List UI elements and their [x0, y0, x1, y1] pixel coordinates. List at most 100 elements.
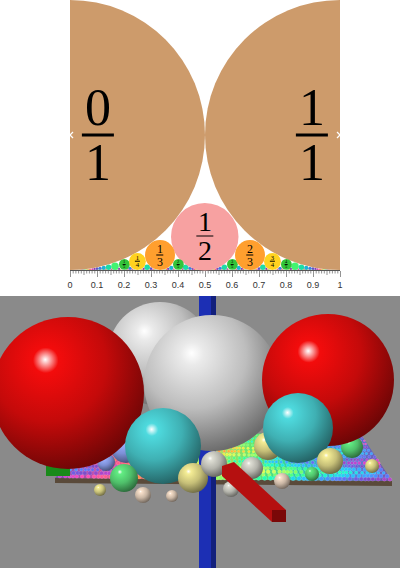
tiny-sphere	[238, 460, 241, 463]
ford-circle	[291, 263, 299, 271]
axis-tick	[208, 271, 209, 274]
tiny-sphere	[364, 443, 366, 445]
tiny-sphere	[71, 475, 74, 478]
front-sphere	[135, 487, 151, 503]
tiny-sphere	[354, 471, 358, 475]
tiny-sphere	[360, 465, 363, 468]
ford-circle	[167, 268, 169, 270]
axis-tick	[146, 271, 147, 274]
ford-circle	[194, 268, 196, 270]
axis-tick-label: 0.3	[145, 281, 158, 290]
tiny-sphere	[373, 455, 376, 458]
red-axis-bar	[222, 462, 286, 522]
tiny-sphere	[354, 477, 358, 481]
axis-tick	[102, 271, 103, 274]
axis-tick	[156, 271, 157, 274]
tiny-sphere	[297, 476, 301, 480]
tiny-sphere	[358, 461, 361, 464]
ford-circle	[152, 268, 154, 270]
axis-tick	[235, 271, 236, 274]
red-axis-bar-end	[272, 510, 286, 522]
ford-circle	[318, 268, 320, 270]
tiny-sphere	[100, 475, 104, 479]
tiny-sphere	[232, 453, 235, 456]
center-mark	[337, 132, 343, 138]
axis-tick	[286, 271, 287, 277]
ford-circle	[215, 268, 217, 270]
tiny-sphere	[243, 453, 246, 456]
ford-circle	[128, 267, 131, 270]
ford-circle	[243, 269, 244, 270]
tiny-sphere	[271, 460, 274, 463]
ford-circle: 23	[235, 240, 265, 270]
ford-circle	[298, 268, 300, 270]
tiny-sphere	[347, 461, 350, 464]
tiny-sphere	[370, 452, 373, 455]
axis-tick	[294, 271, 295, 274]
axis-tick	[78, 271, 79, 274]
medium-sphere	[365, 459, 379, 473]
ford-circle	[237, 266, 241, 270]
denominator: 4	[270, 262, 274, 269]
tiny-sphere	[363, 455, 366, 458]
tiny-sphere	[242, 450, 245, 453]
tiny-sphere	[291, 476, 295, 480]
tiny-sphere	[281, 464, 284, 467]
numerator: 1	[135, 254, 139, 262]
axis-tick	[108, 271, 109, 274]
axis-tick	[259, 271, 260, 277]
denominator: 5	[177, 265, 180, 269]
axis-tick-label: 0.8	[280, 281, 293, 290]
circle-fill	[119, 259, 130, 270]
axis-tick-label: 0.1	[91, 281, 104, 290]
mark-stroke	[337, 132, 343, 138]
ford-circle	[154, 269, 155, 270]
axis-tick	[162, 271, 163, 274]
front-sphere	[305, 467, 319, 481]
tiny-sphere	[348, 477, 352, 481]
tiny-sphere	[91, 468, 95, 472]
tiny-sphere	[353, 458, 356, 461]
tiny-sphere	[251, 453, 254, 456]
axis-tick	[232, 271, 233, 277]
axis-tick	[256, 271, 257, 274]
tiny-sphere	[229, 453, 232, 456]
tiny-sphere	[353, 461, 356, 464]
axis-tick-label: 0.7	[253, 281, 266, 290]
ford-circle	[260, 264, 266, 270]
axis-tick	[210, 271, 211, 274]
ford-circle	[90, 268, 92, 270]
ford-circle: 34	[264, 253, 281, 270]
numerator: 1	[196, 208, 213, 237]
tiny-sphere	[344, 465, 347, 468]
axis-tick	[181, 271, 182, 274]
tiny-sphere	[231, 450, 234, 453]
tiny-sphere	[311, 461, 314, 464]
ford-circle	[188, 269, 189, 270]
axis-tick	[197, 271, 198, 274]
tiny-sphere	[379, 468, 383, 472]
ford-circle	[144, 264, 150, 270]
numerator: 1	[296, 82, 328, 137]
tiny-sphere	[268, 476, 272, 480]
axis-tick	[105, 271, 106, 274]
ford-circle	[120, 269, 121, 270]
tiny-sphere	[351, 474, 355, 478]
axis-tick	[140, 271, 141, 274]
axis-tick	[254, 271, 255, 274]
axis-tick	[70, 271, 71, 277]
axis-tick	[278, 271, 279, 274]
ford-circle	[218, 267, 221, 270]
circle-fill	[281, 259, 292, 270]
ford-circle	[256, 268, 258, 270]
ford-circle	[312, 267, 315, 270]
tiny-sphere	[342, 477, 346, 481]
tiny-sphere	[307, 464, 310, 467]
circle-fill	[171, 203, 239, 271]
axis-tick	[216, 271, 217, 274]
tiny-sphere	[361, 452, 364, 455]
tiny-sphere	[382, 471, 385, 474]
fraction: 25	[177, 260, 180, 270]
ford-circle	[192, 268, 194, 270]
